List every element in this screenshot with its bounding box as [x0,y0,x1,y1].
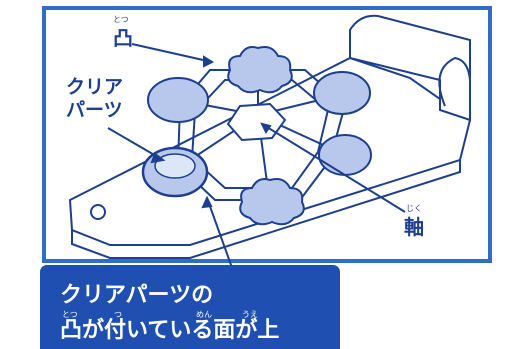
callout-reading-face: めん [196,310,212,319]
star-part-bottom [239,178,305,226]
star-part-top [227,46,293,94]
callout-reading-convex: とつ [62,310,78,319]
shaft-label: 軸 [404,215,424,239]
callout-box: クリアパーツの とつ つ めん うえ 凸が付いている面が上 [40,265,340,349]
convex-label: 凸 [113,26,133,50]
clear-parts-label-line1: クリア [66,76,124,98]
clear-part-inner [154,153,196,179]
shaft-reading: じく [406,204,422,213]
callout-line2: 凸が付いている面が上 [60,318,280,343]
callout-reading-top: うえ [242,310,258,319]
round-part-right-bottom [318,134,372,176]
base-plate-edge [71,160,461,259]
base-hole [90,204,106,220]
round-part-right-top [313,71,371,115]
upright-curve [438,56,471,107]
clear-parts-label-line2: パーツ [66,99,123,121]
leader-lines [107,43,406,291]
callout-line1: クリアパーツの [60,283,214,308]
center-hexagon [226,102,287,142]
callout-reading-attach: つ [114,310,122,319]
convex-reading: とつ [113,15,129,24]
round-part-left-top [147,77,209,123]
